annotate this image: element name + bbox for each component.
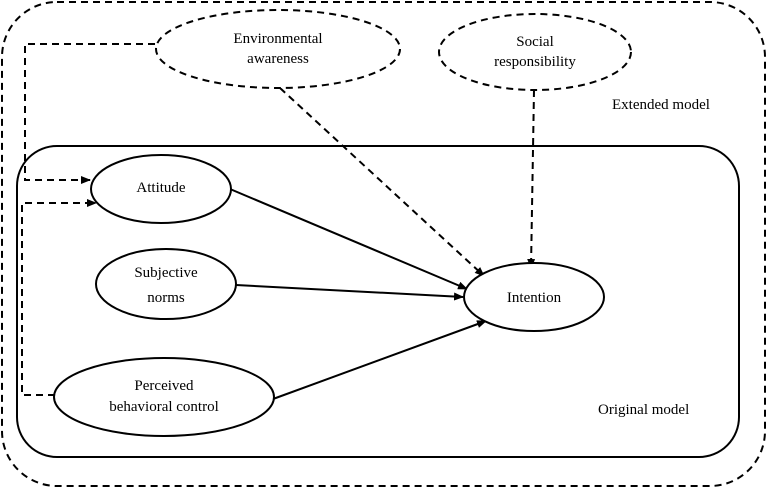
arrow-perceived-behavioral-control-to-intention: [272, 320, 487, 400]
node-subjective-norms: Subjective norms: [95, 248, 237, 320]
original-model-label: Original model: [598, 402, 689, 418]
perceived-behavioral-control-label-line2: behavioral control: [109, 399, 219, 415]
node-environmental-awareness: Environmental awareness: [155, 9, 401, 89]
arrow-perceived-behavioral-control-to-attitude: [21, 199, 97, 396]
subjective-norms-label-line2: norms: [147, 290, 185, 306]
subjective-norms-label-line1: Subjective: [134, 265, 198, 281]
arrow-environmental-awareness-to-attitude: [24, 43, 155, 184]
node-perceived-behavioral-control: Perceived behavioral control: [53, 357, 275, 437]
arrow-social-responsibility-to-intention: [527, 89, 536, 269]
arrow-attitude-to-intention: [229, 188, 468, 290]
extended-model-label: Extended model: [612, 97, 710, 113]
node-attitude: Attitude: [90, 154, 232, 224]
social-responsibility-label-line1: Social: [516, 34, 554, 50]
attitude-label: Attitude: [136, 180, 186, 196]
environmental-awareness-label-line1: Environmental: [233, 31, 322, 47]
arrow-subjective-norms-to-intention: [235, 284, 464, 301]
node-social-responsibility: Social responsibility: [438, 13, 632, 91]
environmental-awareness-label-line2: awareness: [247, 51, 309, 67]
perceived-behavioral-control-label-line1: Perceived: [134, 378, 194, 394]
arrow-environmental-awareness-to-intention: [279, 87, 485, 277]
intention-label: Intention: [507, 290, 562, 306]
original-model-boundary: [16, 145, 740, 458]
node-intention: Intention: [463, 262, 605, 332]
social-responsibility-label-line2: responsibility: [494, 54, 576, 70]
